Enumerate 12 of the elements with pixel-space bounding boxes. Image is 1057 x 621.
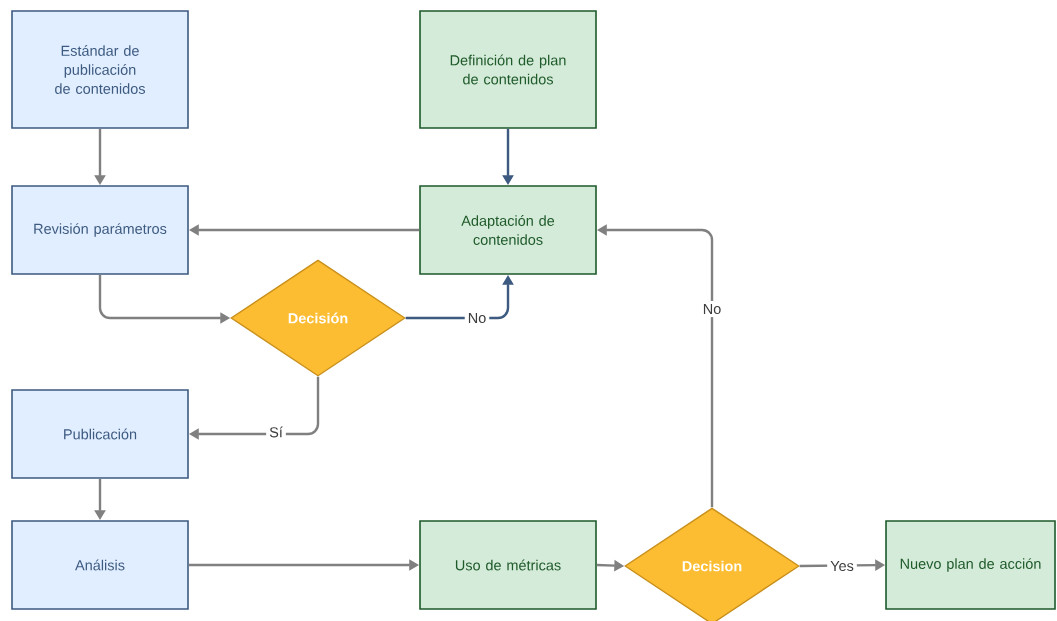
edge-label: Sí (266, 423, 286, 441)
process-box: Definición de plan de contenidos (419, 10, 597, 129)
edge-label: Yes (827, 557, 857, 575)
edge-label: No (699, 300, 725, 318)
process-box: Nuevo plan de acción (885, 520, 1056, 610)
process-box: Publicación (11, 389, 189, 479)
process-box: Adaptación de contenidos (419, 185, 597, 275)
process-box: Uso de métricas (419, 520, 597, 610)
process-box: Análisis (11, 520, 189, 610)
process-box: Estándar de publicación de contenidos (11, 10, 189, 129)
process-box: Revisión parámetros (11, 185, 189, 275)
edge-label: No (464, 309, 490, 327)
